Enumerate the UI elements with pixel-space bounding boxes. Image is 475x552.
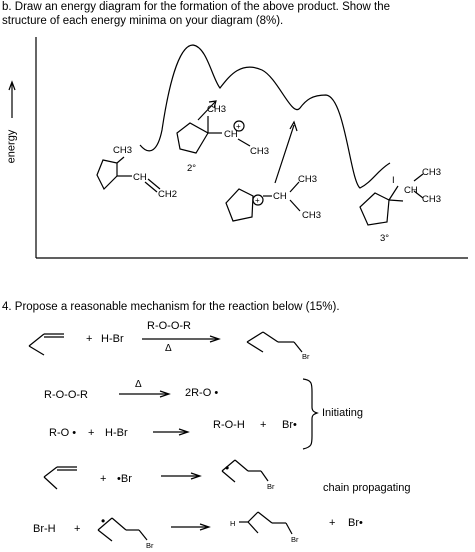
r4-bromine-radical: •Br (117, 473, 132, 485)
r4-product-br: Br (267, 482, 275, 491)
mol4-iodo-label: I (392, 175, 395, 186)
isobutylene-structure (43, 466, 77, 490)
r3-bromine-radical: Br• (282, 419, 297, 431)
molecule-2-structure (176, 116, 251, 154)
up-arrow-head-icon (8, 80, 16, 91)
r3-plus: + (88, 427, 95, 439)
r1-product-br: Br (302, 352, 310, 361)
r1-plus: + (86, 333, 93, 345)
mol3-plus-charge: + (255, 196, 260, 205)
r3-hbr: H-Br (105, 427, 128, 439)
initiating-brace (302, 378, 319, 450)
r5-product-br: Br (291, 535, 299, 544)
mol2-ch3-label: CH3 (250, 146, 270, 157)
r3-alcohol: R-O-H (213, 419, 245, 431)
arrow-head-icon (209, 335, 221, 343)
mol1-ch3-label: CH3 (113, 145, 133, 156)
isobutyl-bromide-structure (246, 331, 303, 353)
r4-radical-dot: • (225, 461, 230, 475)
arrow-head-icon (199, 523, 211, 531)
arrow-head-icon (190, 472, 202, 480)
arrow-head-icon (208, 100, 217, 109)
initiating-label: Initiating (322, 407, 363, 419)
chain-propagating-label: chain propagating (323, 482, 411, 494)
mol1-ch2-label: CH2 (158, 189, 178, 200)
mol4-ch3-b-label: CH3 (422, 194, 442, 205)
arrow-head-icon (289, 120, 298, 132)
mol1-ch-label: CH (133, 172, 147, 183)
arrow-to-3-degree (274, 124, 295, 184)
r5-plus-2: + (329, 517, 336, 529)
r4-plus: + (100, 473, 107, 485)
question-4-prompt: 4. Propose a reasonable mechanism for th… (2, 301, 340, 313)
mol4-tertiary-label: 3° (380, 233, 390, 244)
mol3-ch3-b-label: CH3 (302, 210, 322, 221)
r3-plus-2: + (260, 419, 267, 431)
r1-heat-symbol: Δ (165, 343, 172, 354)
mol4-ch-label: CH (404, 185, 418, 196)
mol3-ch3-a-label: CH3 (298, 174, 318, 185)
r2-alkoxy-radical: 2R-O • (185, 387, 219, 399)
arrow-head-icon (178, 428, 190, 436)
molecule-1-structure (96, 156, 161, 193)
r1-hbr: H-Br (101, 333, 124, 345)
isobutylene-structure (28, 333, 64, 356)
r2-heat-symbol: Δ (135, 379, 142, 390)
r5-radical-dot: • (101, 514, 106, 528)
mol3-ch-label: CH (273, 191, 287, 202)
r5-hbr: Br-H (33, 523, 56, 535)
arrow-to-2-degree (197, 101, 216, 121)
mol2-ch-label: CH (224, 129, 238, 140)
r5-reactant-br: Br (146, 541, 154, 550)
mol2-plus-charge: + (236, 122, 241, 131)
r5-plus: + (74, 523, 81, 535)
arrow-head-icon (159, 390, 171, 398)
isobutyl-bromide-product-structure (239, 511, 293, 535)
part-b-prompt-line-2: structure of each energy minima on your … (2, 15, 284, 27)
r3-alkoxy-radical: R-O • (49, 427, 77, 439)
r2-peroxide: R-O-O-R (44, 389, 88, 401)
mol2-ch3-top-label: CH3 (207, 104, 227, 115)
r1-peroxide-reagent: R-O-O-R (147, 320, 191, 332)
mol2-secondary-label: 2° (187, 163, 197, 174)
molecule-4-structure (359, 173, 424, 226)
mol4-ch3-a-label: CH3 (422, 167, 442, 178)
tertiary-radical-structure (221, 459, 269, 483)
molecule-3-structure (225, 181, 301, 222)
tertiary-radical-structure (97, 517, 148, 542)
r5-product-h: H (230, 519, 236, 528)
part-b-prompt-line-1: b. Draw an energy diagram for the format… (2, 1, 391, 13)
r5-bromine-radical: Br• (348, 517, 363, 529)
energy-curve (139, 44, 391, 189)
